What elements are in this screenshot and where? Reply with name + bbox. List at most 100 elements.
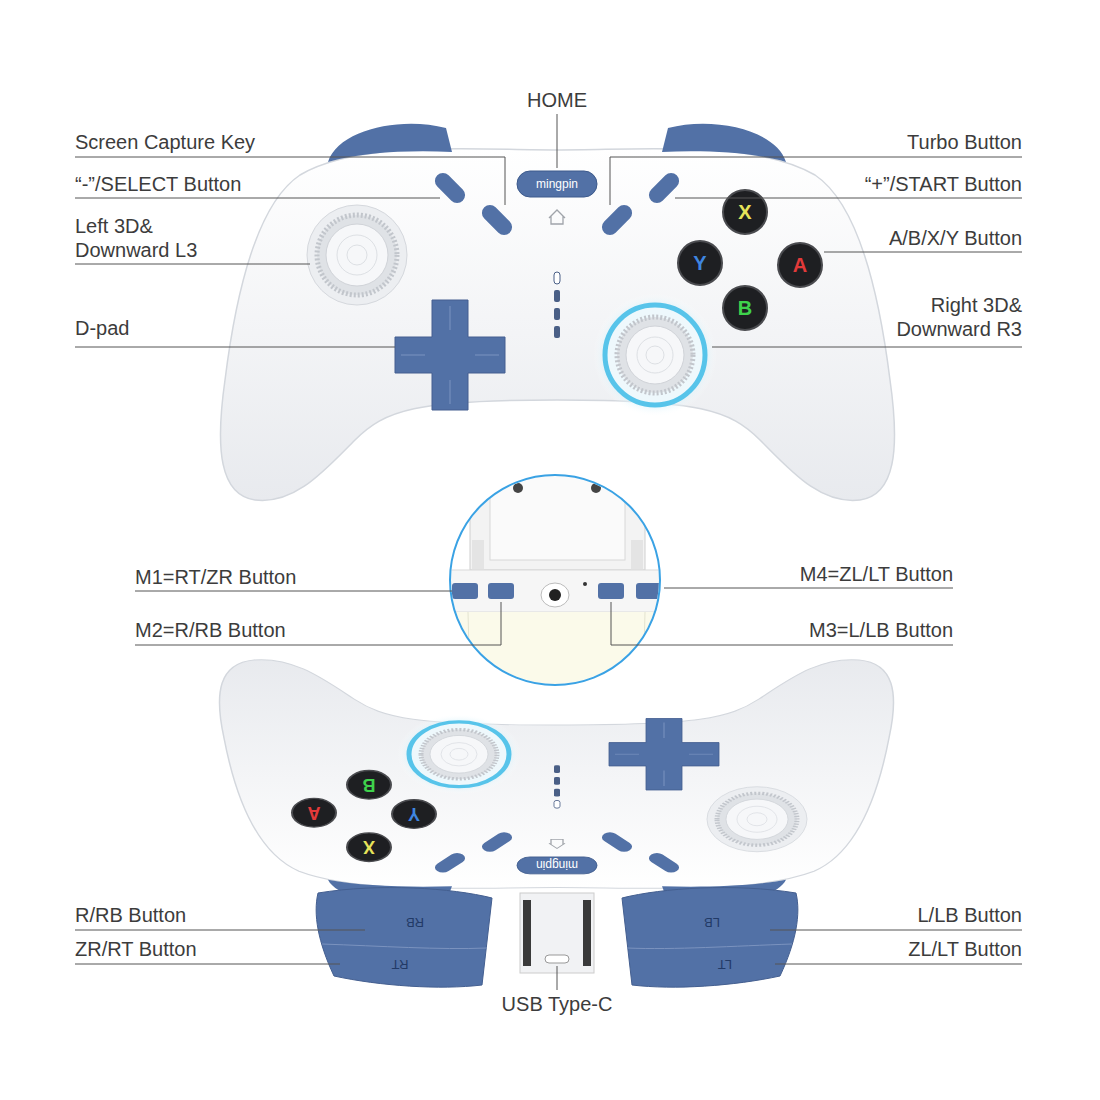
leader-line — [75, 964, 340, 965]
drawing-part — [631, 540, 643, 572]
leader-line — [75, 198, 440, 199]
callout-label: M3=L/LB Button — [809, 618, 953, 642]
trigger-marking: LB — [704, 916, 720, 929]
callout-label: Turbo Button — [907, 130, 1022, 154]
leader-lines — [135, 588, 953, 645]
drawing-part — [637, 337, 673, 373]
controller-front-view — [219, 660, 893, 905]
callout-label: ZL/LT Button — [908, 937, 1022, 961]
inset-ring — [450, 475, 660, 685]
leader-line — [611, 602, 953, 645]
drawing-part — [778, 243, 822, 287]
back-button-m1 — [452, 583, 478, 599]
drawing-part — [627, 944, 792, 949]
drawing-part — [646, 346, 664, 364]
drawing-part — [554, 290, 560, 302]
back-button-m2 — [488, 583, 514, 599]
button-letter: B — [363, 776, 376, 794]
callout-label: Right 3D& Downward R3 — [872, 293, 1022, 341]
drawing-part — [513, 483, 523, 493]
left-bumper — [328, 124, 452, 162]
drawing-part — [317, 215, 397, 295]
leader-line — [770, 930, 1022, 931]
button-letter: X — [363, 838, 375, 856]
leader-line — [557, 966, 558, 990]
drawing-part — [307, 205, 407, 305]
leader-line — [675, 198, 1022, 199]
callout-label: HOME — [527, 88, 587, 112]
leader-line — [557, 114, 558, 168]
leader-line — [712, 347, 1022, 348]
drawing-part — [583, 900, 591, 966]
face-buttons — [678, 190, 822, 330]
leader-line — [824, 252, 1022, 253]
player-leds — [554, 272, 560, 338]
controller-face — [220, 124, 894, 501]
callout-label: L/LB Button — [917, 903, 1022, 927]
button-letter: A — [308, 804, 321, 822]
leader-line — [775, 964, 1022, 965]
button-letter: X — [738, 202, 751, 222]
drawing-part — [554, 326, 560, 338]
callout-label: “-”/SELECT Button — [75, 172, 241, 196]
drawing-part — [617, 317, 693, 393]
back-inset — [448, 470, 666, 698]
drawing-part — [593, 293, 717, 417]
drawing-part — [626, 326, 684, 384]
drawing-part — [395, 300, 505, 410]
drawing-part — [468, 612, 645, 690]
drawing-part — [347, 245, 367, 265]
callout-label: A/B/X/Y Button — [889, 226, 1022, 250]
callout-label: R/RB Button — [75, 903, 186, 927]
leader-line — [75, 157, 505, 205]
controller-body — [220, 149, 894, 501]
usb-port — [520, 893, 594, 973]
brand-logo: mingpin — [536, 178, 578, 190]
leader-line — [75, 347, 395, 348]
callout-label: Left 3D& Downward L3 — [75, 214, 225, 262]
capture-button — [479, 202, 516, 239]
select-button — [432, 170, 469, 207]
drawing-part — [549, 589, 561, 601]
turbo-button — [599, 202, 636, 239]
drawing-part — [470, 470, 645, 570]
callout-label: ZR/RT Button — [75, 937, 197, 961]
callout-label: M4=ZL/LT Button — [800, 562, 953, 586]
drawing-part — [545, 955, 569, 963]
leader-line — [664, 588, 953, 589]
leader-lines — [75, 114, 1022, 347]
drawing-part — [337, 235, 377, 275]
trigger-marking: RT — [391, 958, 408, 971]
callout-label: Screen Capture Key — [75, 130, 255, 154]
button-letter: B — [738, 298, 752, 318]
button-letter: Y — [693, 253, 706, 273]
leader-line — [610, 157, 1022, 205]
drawing-part — [554, 272, 560, 284]
button-letter: A — [793, 255, 807, 275]
drawing-part — [520, 893, 594, 973]
right-bumper — [662, 124, 786, 162]
leader-line — [75, 930, 365, 931]
button-letter: Y — [408, 805, 420, 823]
home-icon — [549, 210, 565, 224]
drawing-part — [583, 582, 587, 586]
callout-label: M2=R/RB Button — [135, 618, 286, 642]
d-pad — [395, 300, 505, 410]
leader-line — [135, 591, 452, 592]
back-button-m3 — [598, 583, 624, 599]
drawing-part — [605, 305, 705, 405]
trigger-marking: LT — [718, 958, 732, 971]
start-button — [646, 170, 683, 207]
callout-label: USB Type-C — [502, 992, 613, 1016]
callout-label: “+”/START Button — [865, 172, 1022, 196]
right-stick — [593, 293, 717, 417]
left-trigger — [622, 888, 798, 988]
callout-label: M1=RT/ZR Button — [135, 565, 296, 589]
drawing-part — [401, 306, 499, 404]
leader-lines — [75, 930, 1022, 990]
right-trigger — [316, 888, 492, 988]
trigger-marking: RB — [406, 916, 424, 929]
